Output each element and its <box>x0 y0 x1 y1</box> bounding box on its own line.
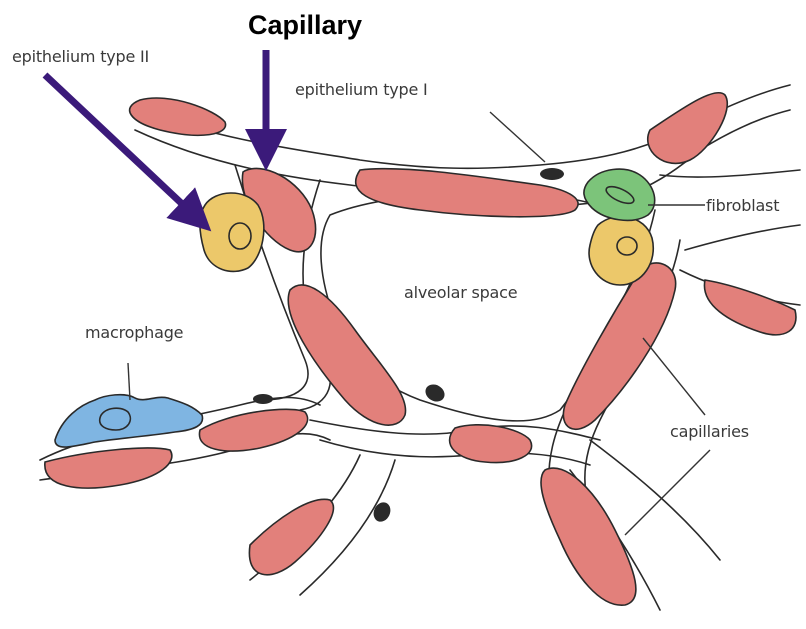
capillary-left-vertical <box>288 285 405 425</box>
capillary-bottom-left-small <box>249 499 333 574</box>
label-macrophage: macrophage <box>85 323 183 342</box>
capillary-top-left <box>130 98 226 135</box>
label-capillaries: capillaries <box>670 422 749 441</box>
label-epithelium-type-1: epithelium type I <box>295 80 428 99</box>
capillary-bottom-center <box>450 425 532 463</box>
capillary-bottom-left-long <box>45 448 172 488</box>
capillary-left-lower <box>199 409 307 451</box>
capillaries-group <box>45 93 796 605</box>
capillary-callout-title: Capillary <box>248 10 362 41</box>
label-fibroblast: fibroblast <box>706 196 779 215</box>
capillary-right-edge <box>704 280 796 335</box>
fibroblast-cell <box>584 169 655 220</box>
label-alveolar-space: alveolar space <box>404 283 517 302</box>
label-epithelium-type-2: epithelium type II <box>12 47 149 66</box>
capillary-right-diagonal <box>563 263 675 429</box>
capillary-top-right <box>648 93 728 164</box>
pneumocyte-left <box>200 193 264 271</box>
callout-arrows <box>45 50 266 217</box>
macrophage-cell <box>55 395 203 447</box>
capillary-bottom-right <box>541 468 636 605</box>
alveolar-septa <box>40 85 800 610</box>
pneumocyte-right <box>589 216 653 285</box>
